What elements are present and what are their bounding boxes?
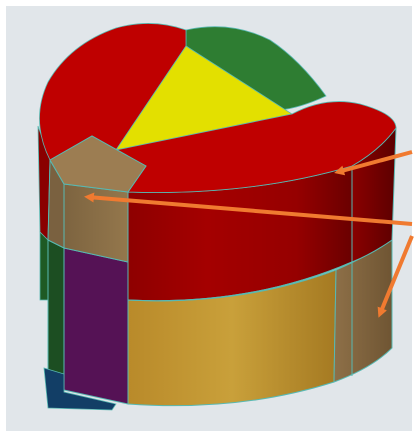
red-top-face-left <box>39 23 187 161</box>
green-lower-face <box>47 239 65 391</box>
tan-pentagon-top-face <box>49 135 147 193</box>
callout-arrow-red-face <box>334 150 413 176</box>
edge-line <box>127 261 353 302</box>
dark-green-side-face <box>39 231 49 301</box>
callout-arrow-tan-lower <box>377 235 414 318</box>
callout-arrow-tan-column <box>84 192 413 226</box>
red-top-face-right <box>114 101 397 193</box>
green-top-face <box>185 26 327 111</box>
navy-bottom-face <box>43 367 117 411</box>
